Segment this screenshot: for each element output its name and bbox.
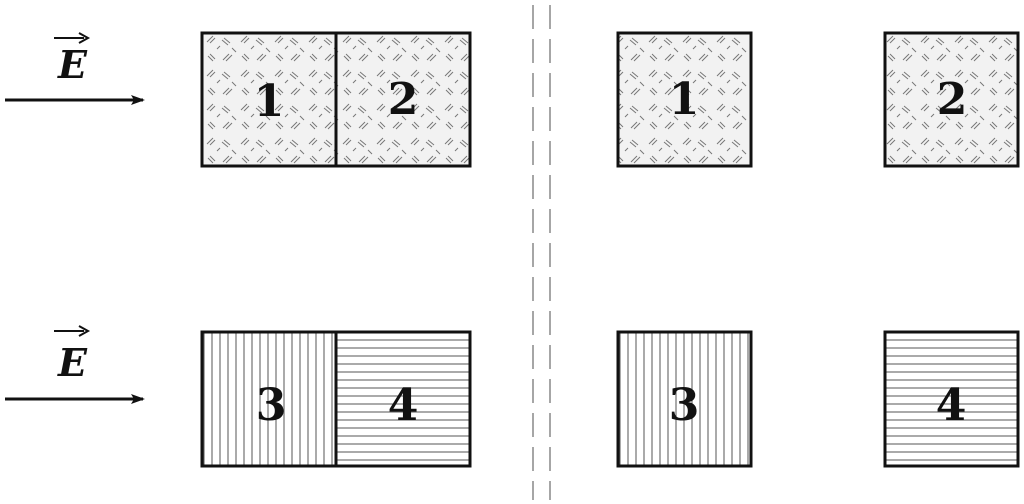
field-arrow-top: E: [5, 32, 145, 105]
label-1-separated: 1: [669, 74, 700, 125]
label-1-combined: 1: [254, 76, 285, 127]
vector-arrow-icon: [54, 32, 91, 44]
block-1-separated: [616, 31, 753, 168]
field-symbol-bottom: E: [57, 340, 88, 385]
label-3-separated: 3: [669, 380, 700, 431]
block-2-separated: [883, 31, 1020, 168]
block-1-separated-group: 1: [616, 31, 753, 168]
block-4-combined: [334, 330, 472, 468]
label-2-separated: 2: [937, 74, 968, 125]
block-1-combined: [200, 31, 338, 168]
block-pair-top-combined: 1 2: [200, 31, 472, 168]
block-3-separated: [616, 330, 753, 468]
label-4-combined: 4: [388, 380, 419, 431]
label-3-combined: 3: [256, 380, 287, 431]
field-symbol-top: E: [57, 42, 88, 87]
field-arrow-bottom: E: [5, 325, 145, 404]
block-4-separated: [883, 330, 1020, 468]
label-4-separated: 4: [936, 380, 967, 431]
block-pair-bottom-combined: 3 4: [200, 330, 472, 468]
block-2-separated-group: 2: [883, 31, 1020, 168]
block-3-separated-group: 3: [616, 330, 753, 468]
divider-dashed-line: [532, 5, 551, 500]
label-2-combined: 2: [388, 74, 419, 125]
block-2-combined: [334, 31, 472, 168]
vector-arrow-icon: [54, 325, 91, 337]
block-4-separated-group: 4: [883, 330, 1020, 468]
block-3-combined: [200, 330, 338, 468]
